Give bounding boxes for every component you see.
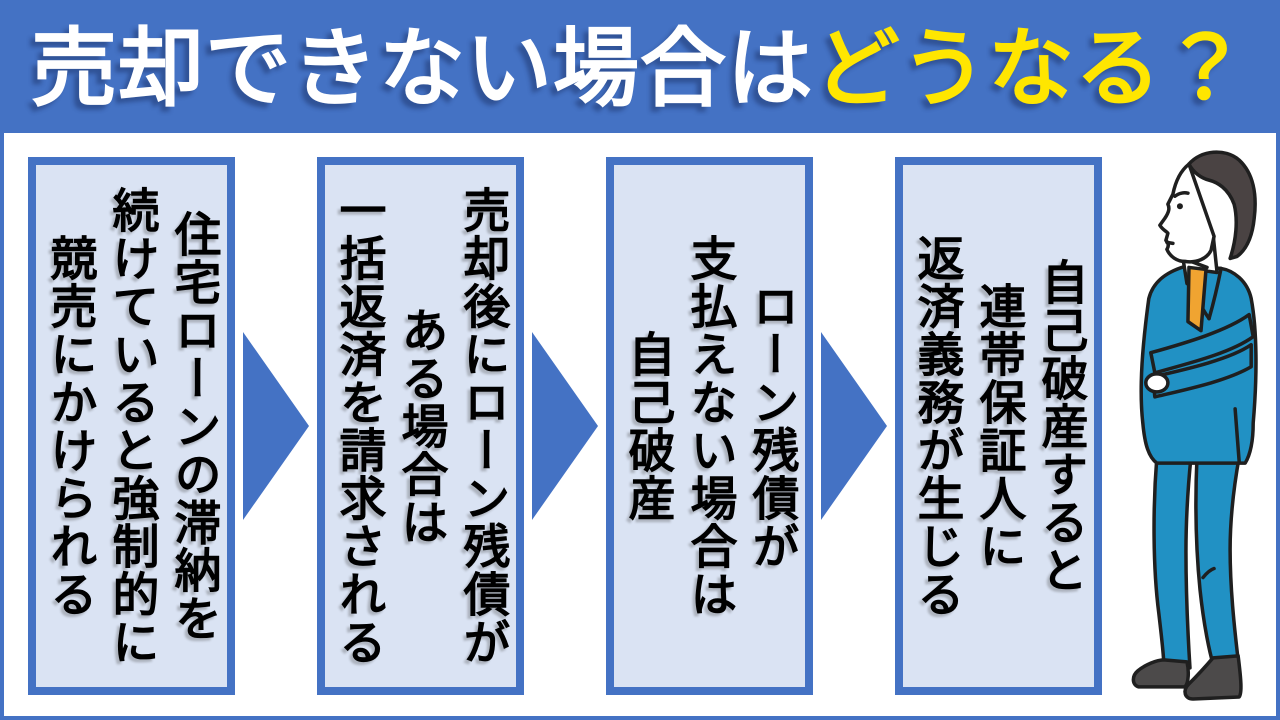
flow-step-box-2: 売却後にローン残債が ある場合は 一括返済を請求される [317,157,524,695]
flow-step-box-4: 自己破産すると 連帯保証人に 返済義務が生じる [895,157,1102,695]
eyebrow [1173,191,1190,198]
step-text-3: ローン残債が 支払えない場合は 自己破産 [621,234,799,618]
flow-step-box-1: 住宅ローンの滞納を 続けていると強制的に 競売にかけられる [28,157,235,695]
jacket-vent-line [1233,407,1241,463]
mouth [1165,240,1175,246]
step-text-1: 住宅ローンの滞納を 続けていると強制的に 競売にかけられる [43,186,221,666]
shoe-back [1183,654,1243,701]
arrow-gap-3 [813,157,895,695]
title-highlight: どうなる？ [814,20,1249,117]
lapel-back-line [1207,266,1223,321]
hand [1144,372,1170,394]
title-main: 売却できない場合は [31,20,814,117]
flow-diagram: 住宅ローンの滞納を 続けていると強制的に 競売にかけられる 売却後にローン残債が… [28,157,1102,695]
arrow-right-icon-2 [532,332,598,520]
arrow-gap-1 [235,157,317,695]
face [1158,162,1216,264]
knee-crease [1201,566,1216,580]
arrow-gap-2 [524,157,606,695]
arrow-right-icon-3 [821,332,887,520]
pants-front-leg [1152,455,1193,670]
businessman-svg [1131,150,1258,701]
flow-step-box-3: ローン残債が 支払えない場合は 自己破産 [606,157,813,695]
arm-upper [1149,312,1255,375]
arrow-right-icon-1 [243,332,309,520]
tie [1186,265,1208,333]
pants-back-leg [1194,455,1241,666]
step-text-4: 自己破産すると 連帯保証人に 返済義務が生じる [910,234,1088,618]
man-lines [1131,150,1258,701]
businessman-illustration [1126,146,1274,708]
shoe-front [1131,658,1191,689]
page-title: 売却できない場合はどうなる？ [31,22,1249,112]
step-text-2: 売却後にローン残債が ある場合は 一括返済を請求される [332,186,510,666]
hair [1187,150,1257,261]
header-band: 売却できない場合はどうなる？ [0,0,1280,133]
eye [1176,203,1183,210]
arm-lower [1151,342,1253,399]
